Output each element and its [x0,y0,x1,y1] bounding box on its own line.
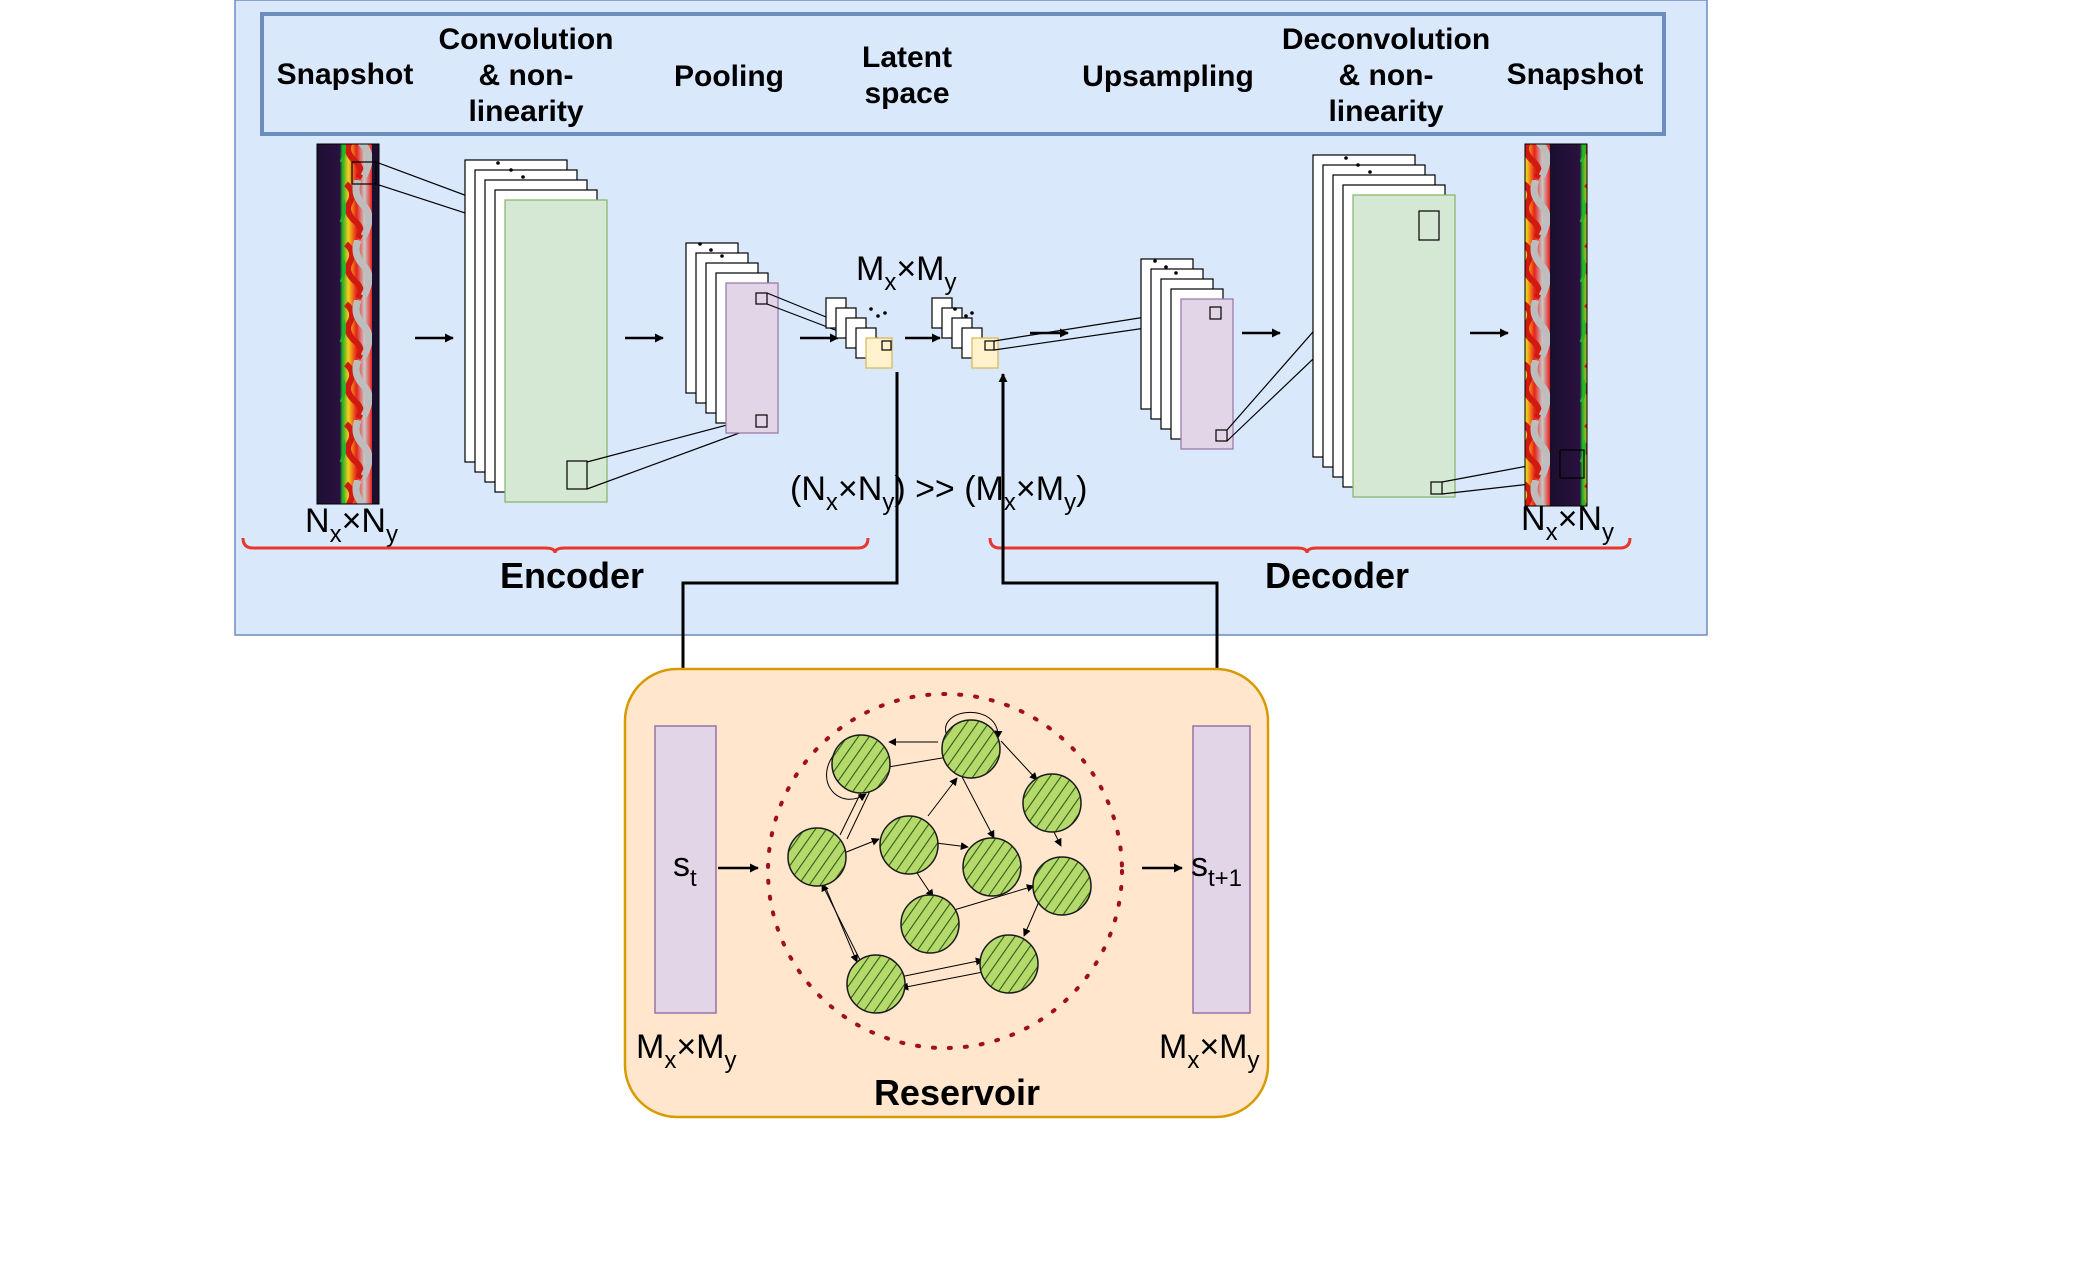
header-pooling: Pooling [674,60,784,93]
neuron [846,954,906,1014]
neuron [1032,856,1092,916]
svg-text:Mx×My: Mx×My [1159,1028,1260,1074]
svg-text:st: st [673,846,697,892]
neuron [787,827,847,887]
latent-maps-encoder [825,297,893,369]
input-dims-label: Nx×Ny [305,502,398,548]
encoder-to-reservoir-connector [681,372,899,668]
pooling-feature-maps [685,242,779,434]
latent-encoder-dots [869,307,887,318]
upsampling-ellipsis-dots [1153,259,1178,275]
svg-text:Nx×Ny: Nx×Ny [1521,500,1614,546]
conv-ellipsis-dots [496,161,525,179]
reservoir-to-decoder-connector [998,373,1219,668]
reservoir-output-state [1192,725,1251,1014]
svg-text:Mx×My: Mx×My [636,1028,737,1074]
svg-text:Mx×My: Mx×My [856,250,957,296]
neuron [831,734,891,794]
deconv-feature-maps [1312,154,1456,498]
reservoir-input-dims-label: Mx×My [636,1028,737,1074]
pooling-ellipsis-dots [698,242,724,258]
svg-text:(Nx×Ny) >> (Mx×My): (Nx×Ny) >> (Mx×My) [790,470,1087,516]
deconv-ellipsis-dots [1344,156,1372,174]
latent-decoder-dots [953,307,974,318]
state-out-label: st+1 [1191,846,1242,892]
header-conv-line1: Convolution [439,23,614,56]
header-snapshot-out: Snapshot [1507,58,1644,91]
header-deconv-line3: linearity [1328,95,1443,128]
compression-ratio-label: (Nx×Ny) >> (Mx×My) [790,470,1087,516]
header-snapshot-in: Snapshot [277,58,414,91]
latent-maps-decoder [931,297,999,369]
header-conv-line3: linearity [468,95,583,128]
reservoir-label: Reservoir [874,1072,1040,1113]
output-snapshot-image [1524,143,1588,507]
neuron [900,894,960,954]
reservoir-neurons [787,719,1092,1014]
neuron [1022,773,1082,833]
reservoir-panel [623,667,1270,1119]
input-snapshot-image [316,143,380,505]
header-conv-line2: & non- [479,59,574,92]
decoder-brace [988,537,1632,554]
decoder-label: Decoder [1265,555,1409,596]
header-upsampling: Upsampling [1082,60,1254,93]
header-deconv-line1: Deconvolution [1282,23,1490,56]
svg-text:st+1: st+1 [1191,846,1242,892]
neuron [979,934,1039,994]
reservoir-input-state [654,725,717,1014]
neuron [941,719,1001,779]
reservoir-output-dims-label: Mx×My [1159,1028,1260,1074]
latent-dims-label: Mx×My [856,250,957,296]
conv-feature-maps [464,159,608,503]
encoder-label: Encoder [500,555,644,596]
state-in-label: st [673,846,697,892]
header-latent-line2: space [864,77,949,110]
reservoir-boundary-ring [766,692,1124,1050]
header-deconv-line2: & non- [1339,59,1434,92]
encoder-brace [241,537,870,554]
header-bar [260,12,1666,136]
svg-text:Nx×Ny: Nx×Ny [305,502,398,548]
upsampling-feature-maps [1140,258,1234,450]
output-dims-label: Nx×Ny [1521,500,1614,546]
neuron [962,837,1022,897]
neuron [879,815,939,875]
header-latent-line1: Latent [862,41,952,74]
